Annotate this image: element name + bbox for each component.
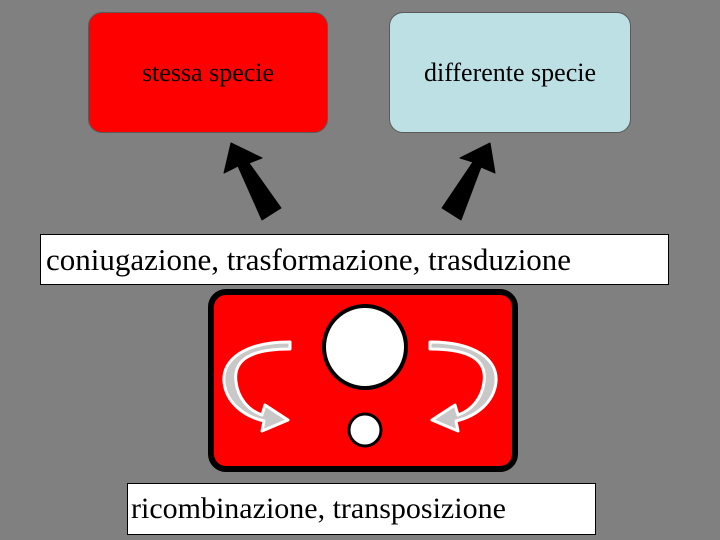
plasmid bbox=[349, 414, 381, 446]
recombination-label: ricombinazione, transposizione bbox=[127, 483, 596, 535]
curved-arrow-left-icon bbox=[224, 342, 290, 431]
recombination-text: ricombinazione, transposizione bbox=[131, 492, 506, 526]
curved-arrow-right-icon bbox=[430, 342, 496, 431]
chromosome bbox=[324, 306, 406, 388]
